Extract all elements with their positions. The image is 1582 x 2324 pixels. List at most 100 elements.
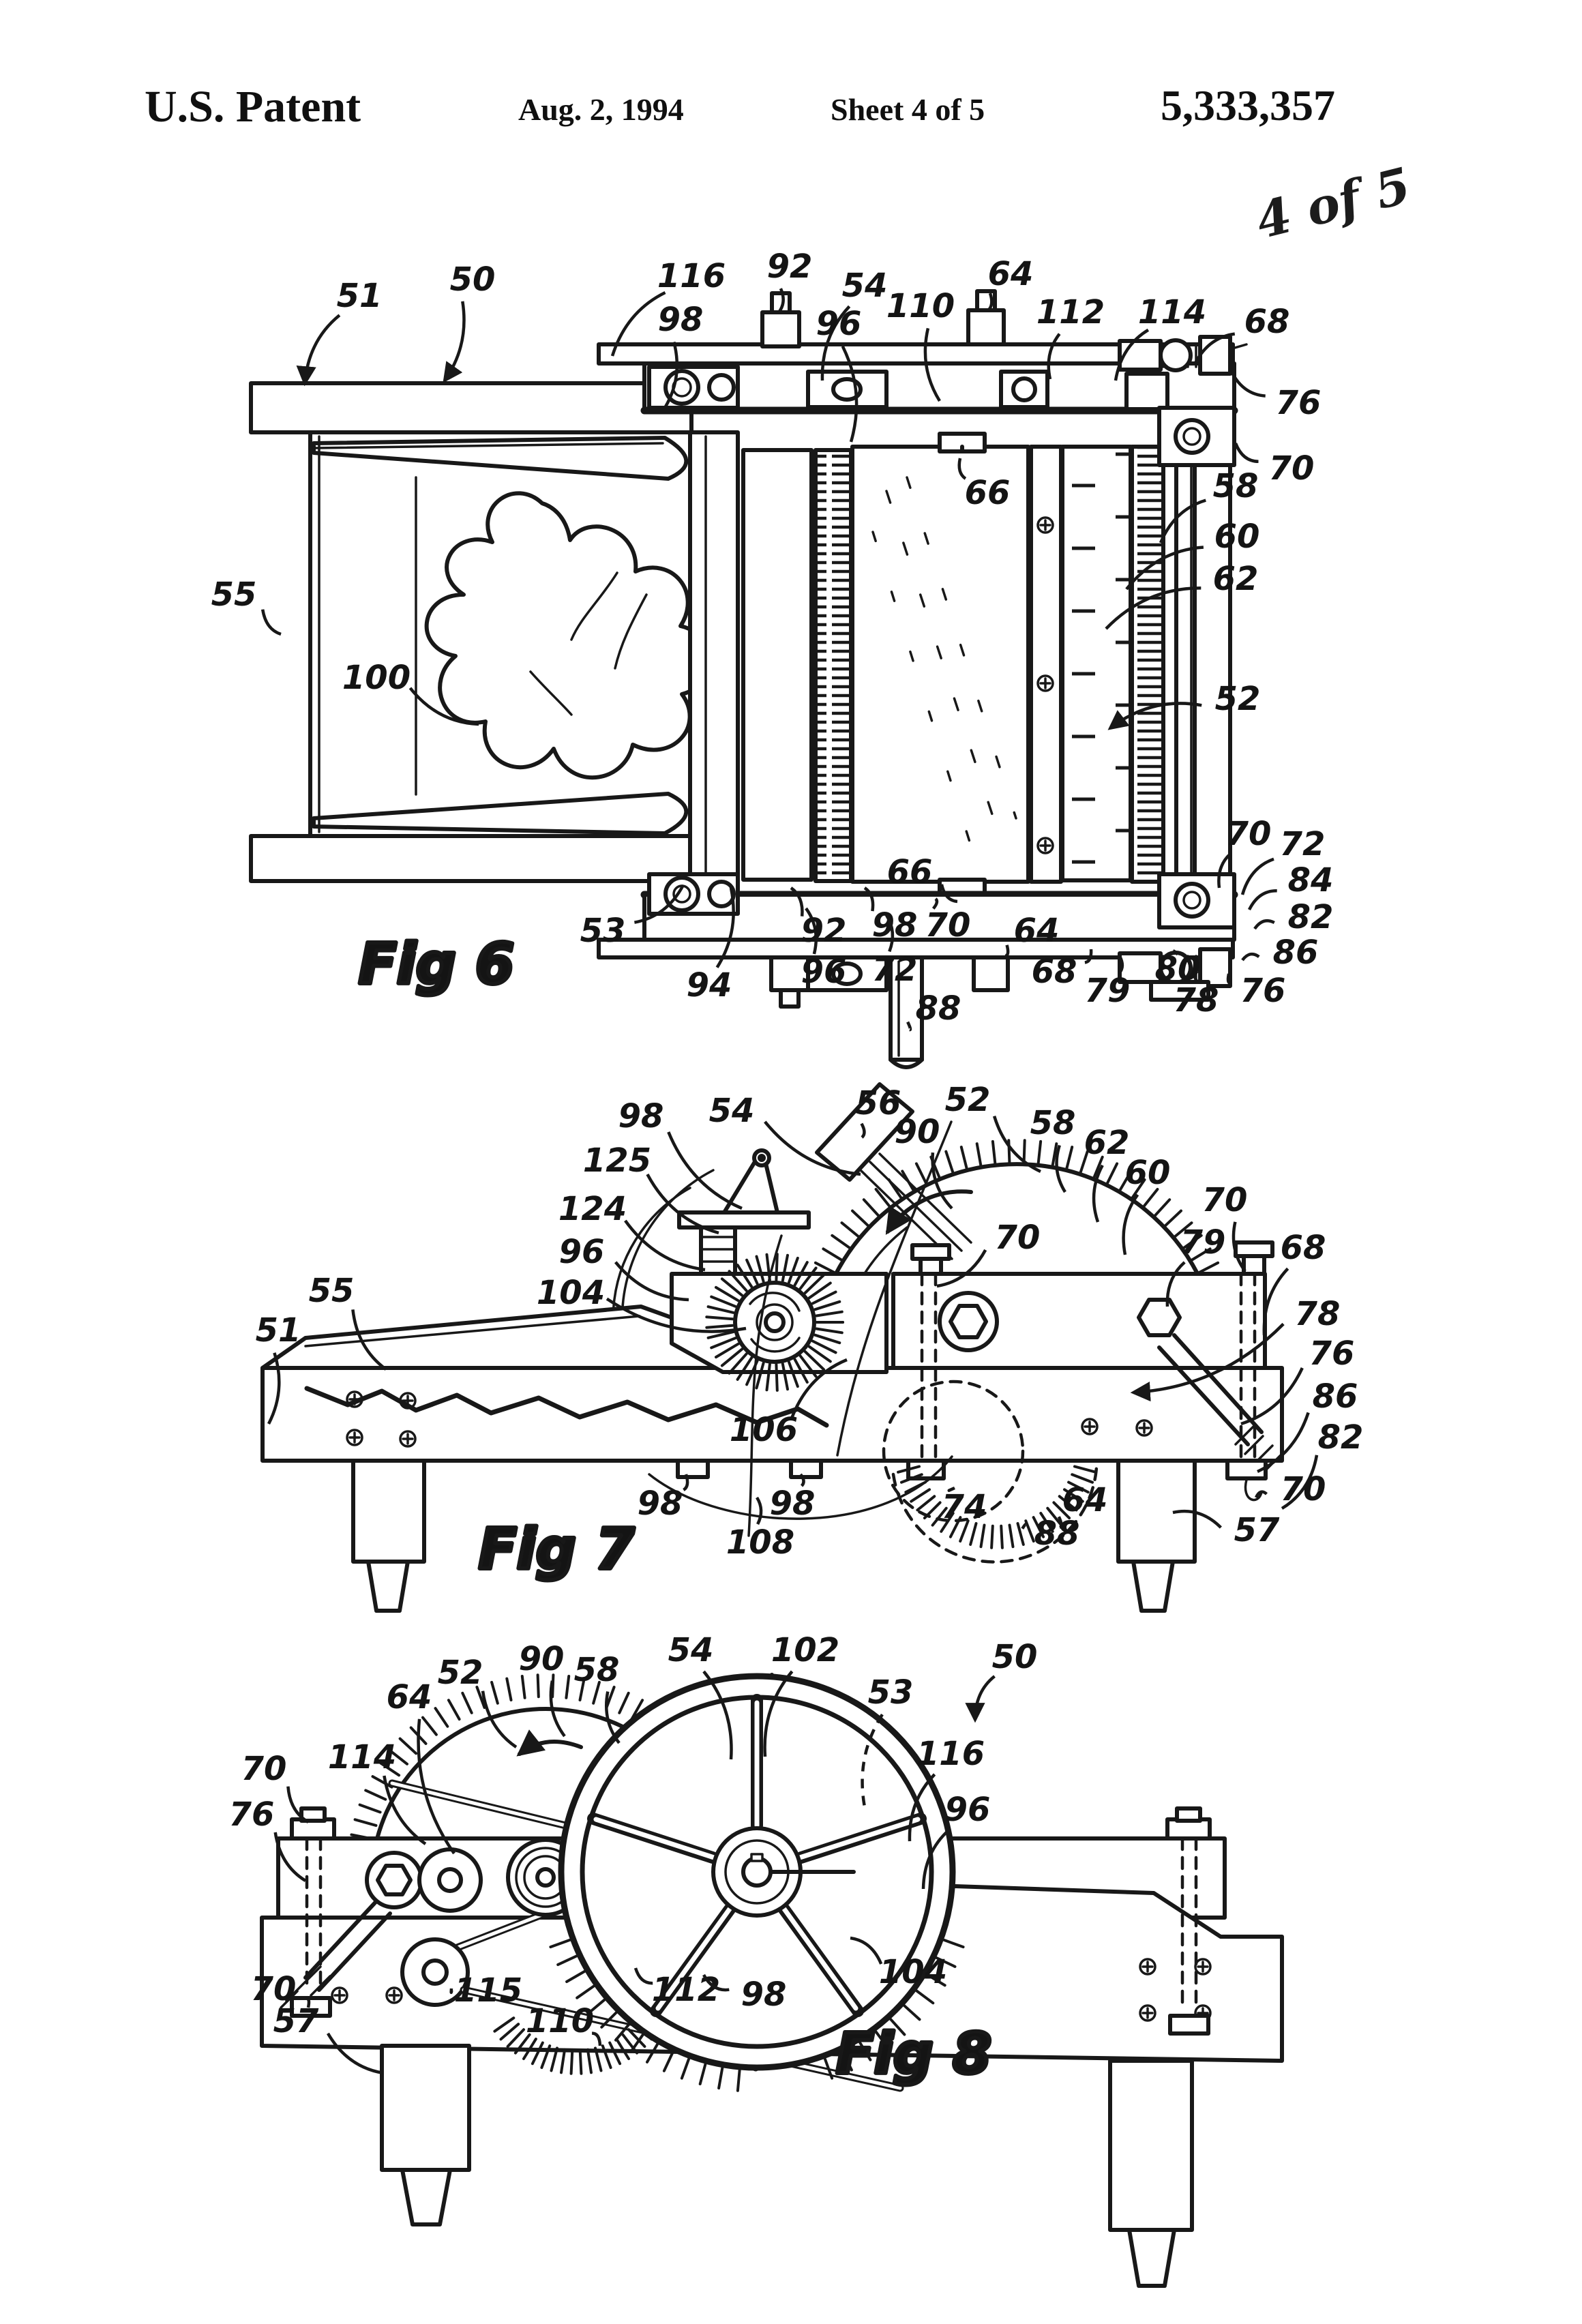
ref-numeral-fig6-55: 55 xyxy=(211,576,257,614)
ref-numeral-fig6-94: 94 xyxy=(687,966,732,1004)
leader-line-fig8-114 xyxy=(383,1775,427,1845)
leader-line-fig7-68 xyxy=(1262,1267,1289,1336)
gear-teeth-tick xyxy=(627,2028,646,2048)
leader-line-fig8-50 xyxy=(965,1675,996,1723)
gear-teeth-tick xyxy=(781,1362,789,1391)
ref-numeral-fig7-62: 62 xyxy=(1084,1124,1130,1162)
gear-teeth-tick xyxy=(493,2016,516,2033)
gear-teeth-tick xyxy=(1065,1146,1074,1170)
patent-number: 5,333,357 xyxy=(1161,81,1335,130)
ref-numeral-fig8-115: 115 xyxy=(454,1971,522,2010)
gear-teeth-tick xyxy=(618,1691,630,1714)
ref-numeral-fig6-70: 70 xyxy=(1269,449,1315,488)
gear-teeth-tick xyxy=(398,1737,418,1755)
ref-numeral-fig6-62: 62 xyxy=(1213,560,1259,598)
leader-line-fig7-55 xyxy=(351,1309,387,1371)
gear-teeth-tick xyxy=(862,1198,880,1217)
gear-teeth-tick xyxy=(1000,1524,1004,1549)
gear-teeth-tick xyxy=(379,1761,401,1777)
leader-line-fig7-62 xyxy=(1092,1164,1104,1223)
ref-numeral-fig7-60: 60 xyxy=(1125,1154,1171,1192)
leader-line-fig7-108 xyxy=(756,1496,763,1525)
rotation-arrow-icon xyxy=(516,1729,583,1757)
fig8-flywheel xyxy=(549,1673,965,2092)
gear-teeth-tick xyxy=(910,1488,931,1503)
leader-line-fig8-70 xyxy=(305,1998,311,2008)
gear-teeth-tick xyxy=(1052,1501,1071,1520)
ref-numeral-fig7-70: 70 xyxy=(995,1219,1041,1257)
gear-teeth-tick xyxy=(388,1749,408,1766)
gear-teeth-tick xyxy=(1036,1139,1043,1165)
leader-line-fig6-50 xyxy=(443,301,466,383)
leader-line-fig6-96 xyxy=(805,907,818,955)
fig6-top-rail xyxy=(597,289,1248,467)
ref-numeral-fig6-64: 64 xyxy=(1014,912,1060,950)
leader-line-fig6-72 xyxy=(1240,857,1274,895)
ref-numeral-fig7-98: 98 xyxy=(638,1485,683,1523)
rotation-arrow-icon xyxy=(885,1189,973,1235)
ref-numeral-fig8-104: 104 xyxy=(879,1953,947,1991)
leader-line-fig8-54 xyxy=(702,1670,733,1760)
gear-teeth-tick xyxy=(569,2049,574,2075)
ref-numeral-fig6-98: 98 xyxy=(872,906,918,944)
gear-teeth-tick xyxy=(926,1973,946,1987)
leader-line-fig8-98 xyxy=(702,1973,730,1992)
gear-teeth-tick xyxy=(421,1716,438,1736)
leader-line-fig6-70 xyxy=(1234,443,1259,464)
leader-line-fig7-98 xyxy=(799,1473,805,1487)
leader-line-fig6-72 xyxy=(885,914,895,953)
leader-line-fig6-64 xyxy=(986,293,994,312)
gear-teeth-tick xyxy=(646,2042,659,2064)
gear-teeth-tick xyxy=(736,1356,753,1381)
gear-teeth-tick xyxy=(531,2041,544,2066)
leader-line-fig7-64 xyxy=(1057,1516,1063,1530)
gear-teeth-tick xyxy=(490,1680,499,1705)
leader-line-fig6-78 xyxy=(1193,970,1199,983)
gear-teeth-tick xyxy=(715,1285,740,1302)
leader-line-fig8-116 xyxy=(908,1773,936,1842)
ref-numeral-fig6-92: 92 xyxy=(767,248,813,286)
gear-teeth-tick xyxy=(353,1818,378,1827)
gear-teeth-tick xyxy=(364,1789,387,1801)
leader-line-fig6-66 xyxy=(940,884,958,904)
gear-teeth-tick xyxy=(1197,1261,1220,1275)
gear-teeth-tick xyxy=(793,1358,809,1384)
gear-teeth-tick xyxy=(1131,1178,1146,1200)
ref-numeral-fig6-68: 68 xyxy=(1032,953,1077,991)
gear-teeth-tick xyxy=(621,2033,639,2055)
leader-line-fig6-98 xyxy=(863,887,875,912)
leader-line-fig6-52 xyxy=(1107,702,1202,730)
gear-teeth-tick xyxy=(935,1956,957,1968)
gear-teeth-tick xyxy=(587,1998,606,2014)
gear-teeth-tick xyxy=(803,1273,826,1294)
ref-numeral-fig7-79: 79 xyxy=(1180,1223,1226,1262)
gear-teeth-tick xyxy=(475,1686,486,1709)
leader-line-fig6-64 xyxy=(1004,944,1010,958)
gear-teeth-tick xyxy=(706,1305,735,1314)
gear-teeth-tick xyxy=(959,1146,968,1170)
ref-numeral-fig8-50: 50 xyxy=(992,1638,1038,1676)
ref-numeral-fig6-70: 70 xyxy=(925,906,971,944)
gear-teeth-tick xyxy=(1039,1512,1054,1533)
ref-numeral-fig6-84: 84 xyxy=(1288,861,1334,899)
ref-numeral-fig8-58: 58 xyxy=(574,1651,620,1689)
gear-teeth-tick xyxy=(931,1506,948,1527)
leader-line-fig6-68 xyxy=(1193,332,1236,366)
ref-numeral-fig8-70: 70 xyxy=(251,1970,297,2008)
ref-numeral-fig7-56: 56 xyxy=(856,1084,901,1122)
ref-numeral-fig6-53: 53 xyxy=(580,912,626,950)
gear-teeth-tick xyxy=(814,1300,841,1311)
fig7-hidden-gear xyxy=(648,1120,1099,1564)
ref-numeral-fig7-98: 98 xyxy=(770,1485,816,1523)
gear-teeth-tick xyxy=(874,1188,891,1208)
ref-numeral-fig6-50: 50 xyxy=(450,260,496,299)
gear-teeth-tick xyxy=(1073,1465,1097,1474)
gear-teeth-tick xyxy=(1071,1473,1094,1484)
gear-teeth-tick xyxy=(799,1266,818,1290)
leader-line-fig6-79 xyxy=(1118,955,1124,975)
gear-teeth-tick xyxy=(594,2046,603,2072)
leader-line-fig7-60 xyxy=(1122,1193,1139,1255)
gear-teeth-tick xyxy=(710,1337,737,1350)
ref-numeral-fig8-52: 52 xyxy=(438,1654,483,1692)
